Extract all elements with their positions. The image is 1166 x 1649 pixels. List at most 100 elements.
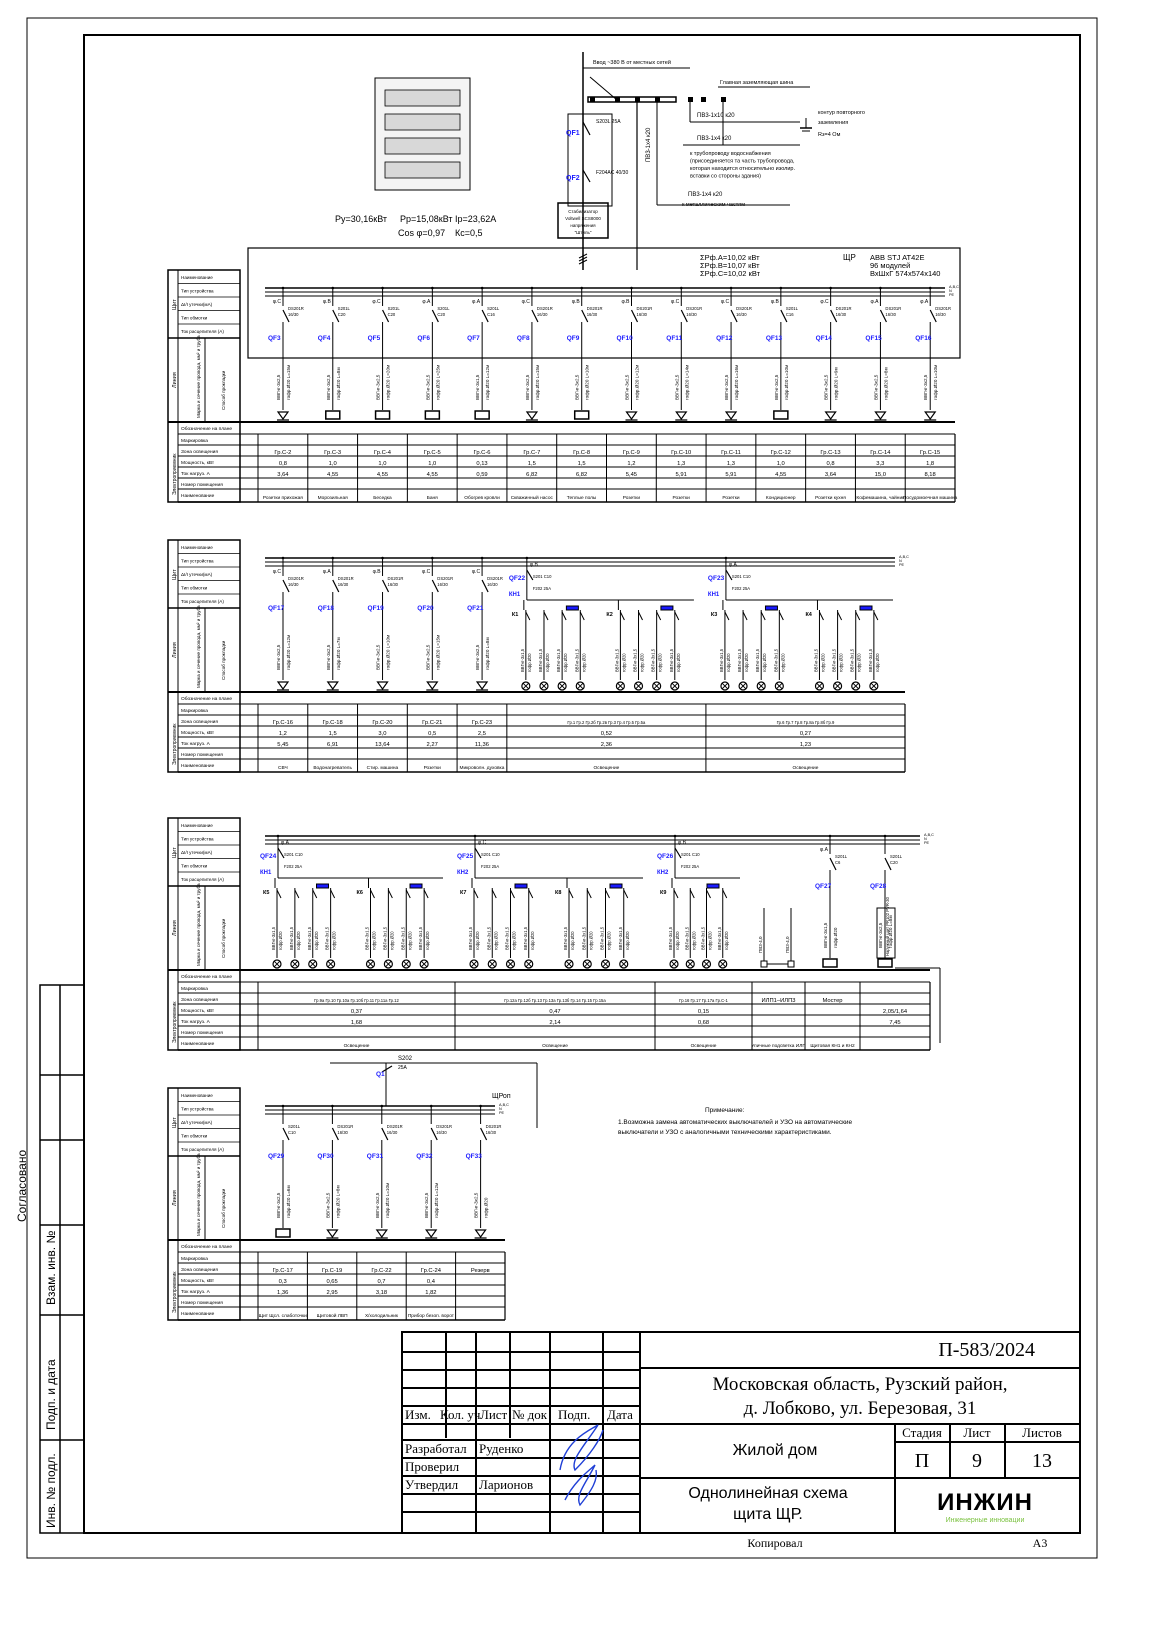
rcd-type: F202 25А xyxy=(481,864,499,869)
contact xyxy=(312,889,318,899)
cable-mark: ВВГнг-3х1,5 xyxy=(850,648,855,672)
breaker-label: QF25 xyxy=(457,853,474,860)
note-line-1: 1.Возможна замена автоматических выключа… xyxy=(618,1118,853,1126)
appliance-symbol xyxy=(424,410,441,420)
current-cell: 4,55 xyxy=(327,472,338,478)
ground-bus-label: Главная заземляющая шина xyxy=(720,80,794,86)
current-cell: 4,55 xyxy=(377,472,388,478)
bus-label: А,В,С xyxy=(499,1103,509,1107)
bus-label: PE xyxy=(924,841,930,845)
row-group-line: Линия xyxy=(172,372,178,388)
breaker-type: S201L xyxy=(487,306,500,311)
breaker-label: QF23 xyxy=(708,575,725,582)
contact xyxy=(873,611,879,621)
sheet-label: Лист xyxy=(963,1425,991,1440)
power-cell: 1,0 xyxy=(329,461,337,467)
row-label: Зона освещения xyxy=(181,719,218,725)
row-label-route: Способ прокладки xyxy=(221,370,226,410)
name-cell: Х/холодильник xyxy=(365,1313,399,1319)
name-cell: Баня xyxy=(427,495,438,501)
bus-tap xyxy=(828,834,832,838)
address-line-2: д. Лобково, ул. Березовая, 31 xyxy=(744,1398,977,1419)
contact xyxy=(706,889,711,899)
rcd-type: F202 25А xyxy=(681,864,699,869)
row-label-cable: Марка и сечение провода, мм² и труба xyxy=(196,335,201,418)
cable-mark: ВВГнг-3х1,5 xyxy=(563,926,568,950)
power-cell: 1,5 xyxy=(578,461,586,467)
contact xyxy=(387,889,393,899)
phase-label: φ.B xyxy=(323,299,332,305)
cable-mark: ВВГнг-3х1,5 xyxy=(289,926,294,950)
breaker-rating: 16/30 xyxy=(387,1130,398,1135)
replace-inv-label: Взам. инв. № xyxy=(44,1231,58,1305)
phase-label: φ.B xyxy=(373,569,382,575)
row-label-cable: Марка и сечение провода, мм² и труба xyxy=(196,1153,201,1236)
row-label: Номер помещения xyxy=(181,482,223,488)
cable-mark: ВВГнг-3х1,5 xyxy=(271,926,276,950)
breaker-label: QF11 xyxy=(666,335,682,342)
lamp-cross xyxy=(507,960,514,968)
q1-device: S202 xyxy=(398,1056,413,1062)
socket-symbol xyxy=(475,681,489,691)
cable-mark: ВВГнг-3х1,5 xyxy=(813,648,818,672)
contact xyxy=(568,889,574,899)
current-cell: 0,59 xyxy=(476,472,487,478)
lamp-symbol xyxy=(365,959,376,969)
cable-mark: ВВГнг-3х1,5 xyxy=(486,926,491,950)
lamp-cross xyxy=(602,960,609,968)
phase-label: φ.C xyxy=(478,840,487,846)
current-cell: 1,68 xyxy=(351,1020,362,1026)
zone-cell: Гр.С-5 xyxy=(424,450,441,456)
external-cabinet xyxy=(876,907,896,959)
zone-cell: Гр.С-8 xyxy=(573,450,590,456)
breaker-label: QF4 xyxy=(318,335,331,342)
phase-label: φ.A xyxy=(323,569,332,575)
cable-route: гофр.Ø20 L=9м xyxy=(834,367,839,400)
name-cell: Освещение xyxy=(542,1043,568,1049)
name-cell: Кофемашина, чайник xyxy=(856,494,905,501)
cable-mark: ВВГнг-3х1,5 xyxy=(651,648,656,672)
bus-tap xyxy=(883,834,887,838)
lamp-cross xyxy=(620,960,627,968)
bus-tap xyxy=(525,556,529,560)
bus-tap xyxy=(673,834,677,838)
phase-a-sum: ΣPф.A=10,02 кВт xyxy=(700,253,760,262)
contactor-coil xyxy=(409,883,423,889)
cable-mark: ВВГнг-3х1,5 xyxy=(684,926,689,950)
breaker-contact xyxy=(431,309,439,323)
contact xyxy=(543,611,549,621)
cable-route: гофр.Ø20 xyxy=(512,931,517,950)
three-phase-tick xyxy=(578,259,588,265)
appliance-symbol xyxy=(374,410,391,420)
contact xyxy=(276,889,282,899)
lamp-cross xyxy=(385,960,392,968)
cable-mark: ВВГнг-3х2,5 xyxy=(325,1192,330,1218)
cable-mark: ВВГнг-3х2,5 xyxy=(525,374,530,400)
name-cell: СВЧ xyxy=(278,765,288,771)
cable-mark: ВВГнг-3х1,5 xyxy=(418,926,423,950)
approved-label: Утвердил xyxy=(405,1477,459,1492)
breaker-label: QF17 xyxy=(268,605,285,612)
contact xyxy=(674,611,680,621)
bus-tap xyxy=(281,1104,285,1108)
name-cell: Щитовая КН1 и КН2 xyxy=(810,1043,855,1049)
cable-mark: ВВГнг-3х2,5 xyxy=(475,644,480,670)
breaker-type: S201L xyxy=(890,854,903,859)
header-date: Дата xyxy=(607,1407,633,1422)
row-label: Обозначение на плане xyxy=(181,974,232,980)
bus-tap xyxy=(530,286,534,290)
socket-symbol xyxy=(625,411,638,421)
stabilizer-box xyxy=(557,202,609,239)
power-cell: 0,4 xyxy=(427,1279,436,1285)
zone-cell: Гр.С-12 xyxy=(771,450,791,456)
breaker-rating: C20 xyxy=(338,312,346,317)
current-cell: 6,82 xyxy=(576,472,587,478)
name-cell: Освещение xyxy=(691,1043,717,1049)
phase-label: φ.A xyxy=(820,847,829,853)
phase-label: φ.A xyxy=(729,562,738,568)
header-doc: № док xyxy=(512,1407,548,1422)
cable-route: гофр.Ø20 xyxy=(621,653,626,672)
note-line-2: выключатели и УЗО с аналогичными техниче… xyxy=(618,1129,832,1136)
breaker-contact xyxy=(630,309,639,323)
row-label: Маркировка xyxy=(181,1256,208,1262)
